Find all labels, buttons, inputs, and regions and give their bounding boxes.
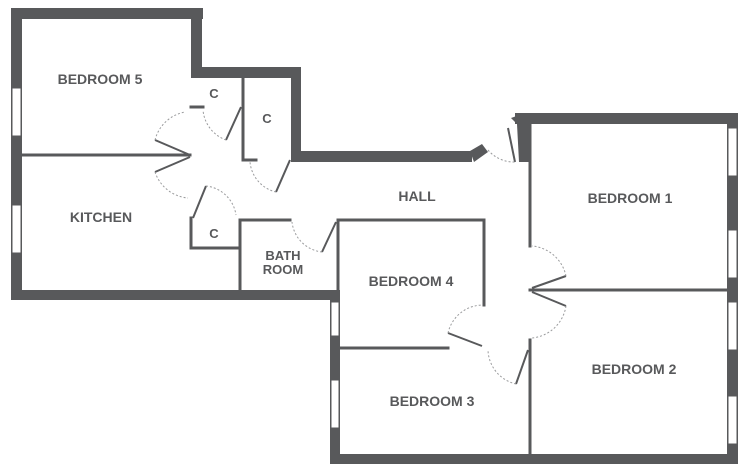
- wall-top-cupboards: [191, 67, 301, 78]
- doors: [154, 106, 567, 385]
- window-bedroom1-a: [727, 127, 738, 177]
- label-cupboard-3: C: [209, 226, 219, 241]
- door-arc-bedroom2: [531, 305, 567, 339]
- wall-step-2: [291, 67, 301, 162]
- window-bedroom2-a: [727, 301, 738, 351]
- wall-step-1: [191, 8, 202, 78]
- wall-left-top: [11, 8, 22, 300]
- windows: [11, 87, 738, 445]
- door-cupboard3: [192, 185, 207, 219]
- door-arc-bedroom3: [487, 349, 517, 385]
- door-bedroom1: [531, 275, 567, 289]
- interior-walls: [20, 76, 729, 456]
- window-bedroom4: [330, 301, 340, 337]
- window-bedroom3: [330, 379, 340, 429]
- door-arc-entrance: [487, 149, 516, 163]
- door-bathroom: [321, 221, 337, 253]
- label-cupboard-1: C: [209, 86, 219, 101]
- door-arc-bedroom5: [154, 111, 186, 141]
- door-cupboard2: [275, 159, 291, 193]
- door-arc-kitchen: [154, 171, 189, 199]
- label-bathroom-line2: ROOM: [263, 262, 303, 277]
- label-bathroom-line1: BATH: [265, 248, 300, 263]
- door-arc-cupboard1: [202, 109, 227, 141]
- label-bedroom5: BEDROOM 5: [58, 71, 143, 87]
- door-arc-bathroom: [291, 221, 323, 253]
- wall-top-hall: [291, 151, 472, 162]
- exterior-walls: [11, 8, 738, 464]
- door-bedroom2: [531, 291, 567, 307]
- label-kitchen: KITCHEN: [70, 209, 132, 225]
- label-cupboard-2: C: [262, 111, 272, 126]
- door-cupboard1: [225, 106, 242, 141]
- door-bedroom4: [447, 332, 483, 347]
- label-bedroom3: BEDROOM 3: [390, 393, 475, 409]
- room-labels: BEDROOM 5 KITCHEN C C C HALL BATH ROOM B…: [58, 71, 677, 409]
- window-bedroom1-b: [727, 229, 738, 279]
- label-bedroom4: BEDROOM 4: [369, 273, 454, 289]
- wall-hall-corner: [470, 144, 488, 162]
- wall-right: [727, 113, 738, 464]
- door-entrance: [507, 127, 516, 163]
- door-bedroom3: [515, 349, 529, 385]
- door-arc-cupboard2: [249, 161, 277, 193]
- wall-left-bedroom3: [330, 290, 340, 464]
- wall-entrance-post: [511, 113, 530, 162]
- label-hall: HALL: [398, 188, 436, 204]
- door-bedroom5: [154, 139, 191, 156]
- label-bedroom1: BEDROOM 1: [588, 190, 673, 206]
- wall-bottom-kitchen: [11, 290, 337, 300]
- label-bedroom2: BEDROOM 2: [592, 361, 677, 377]
- wall-top-bedroom1: [515, 113, 738, 124]
- door-arc-bedroom4: [447, 304, 483, 334]
- wall-top-bedroom5: [11, 8, 203, 19]
- wall-bottom: [330, 454, 738, 464]
- window-kitchen: [11, 204, 22, 254]
- door-arc-bedroom1: [531, 245, 567, 277]
- window-bedroom5: [11, 87, 22, 137]
- door-kitchen: [154, 156, 191, 173]
- window-bedroom2-b: [727, 395, 738, 445]
- door-arc-cupboard3: [205, 185, 237, 216]
- wall-cupboard3: [189, 216, 242, 250]
